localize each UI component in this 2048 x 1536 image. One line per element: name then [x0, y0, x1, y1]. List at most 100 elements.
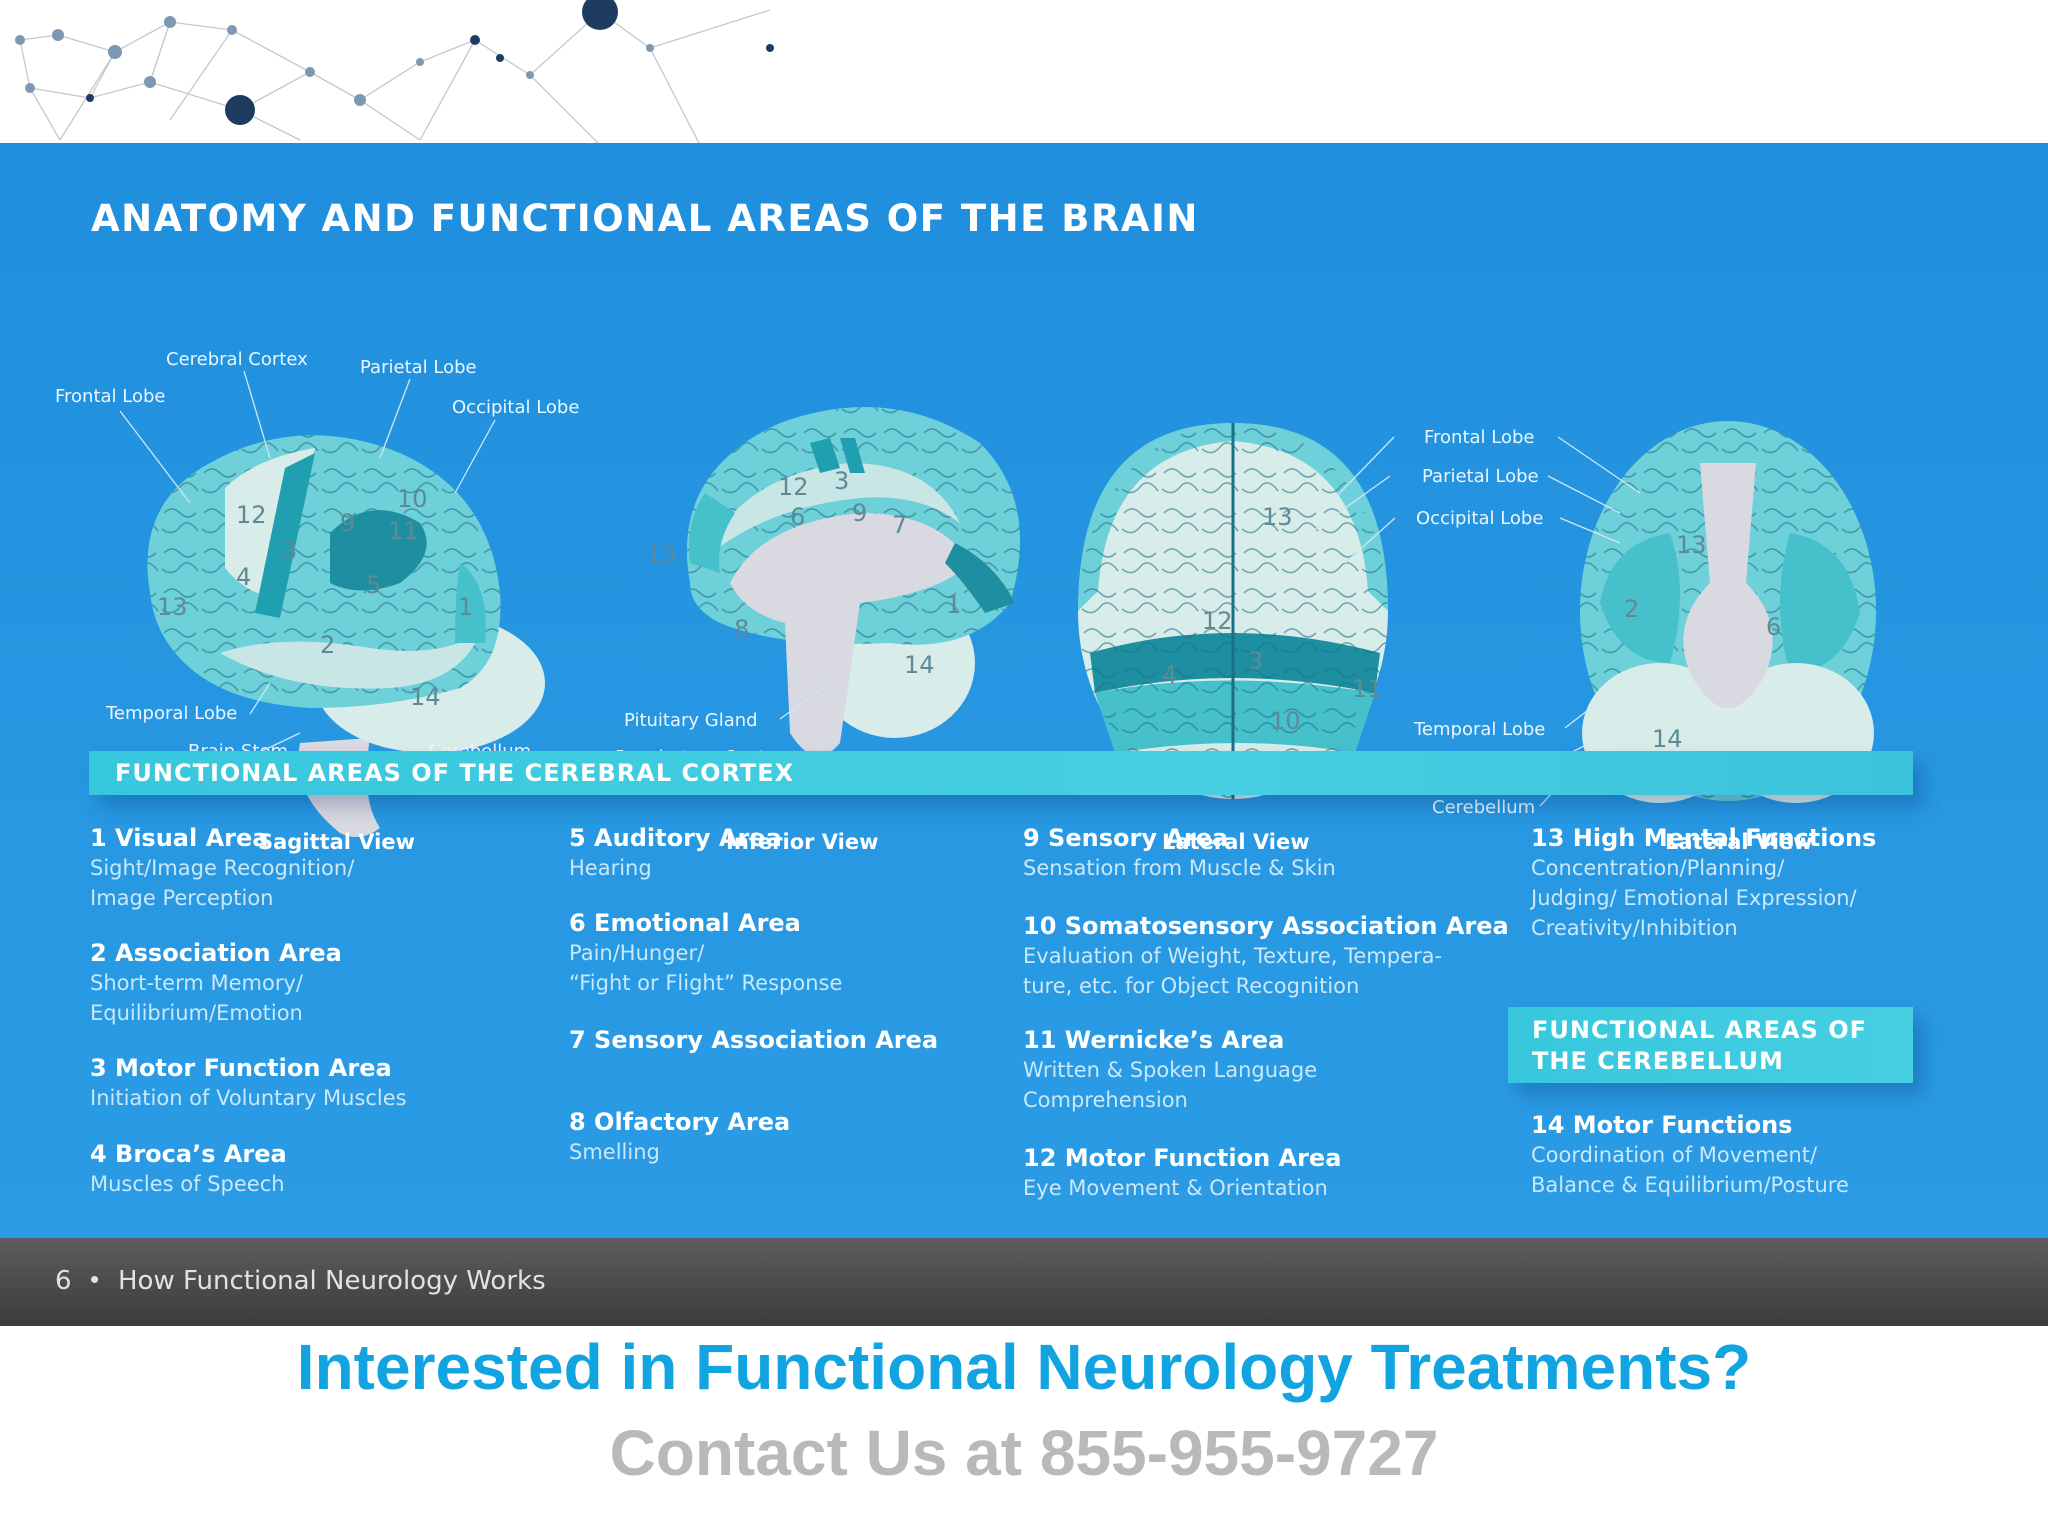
- svg-text:10: 10: [1270, 707, 1301, 735]
- cortex-heading: FUNCTIONAL AREAS OF THE CEREBRAL CORTEX: [115, 759, 795, 787]
- area-item: 10 Somatosensory Association Area Evalua…: [1023, 911, 1509, 1001]
- cerebellum-heading: FUNCTIONAL AREAS OF THE CEREBELLUM: [1532, 1016, 1868, 1075]
- svg-text:13: 13: [157, 593, 188, 621]
- area-description: Short-term Memory/ Equilibrium/Emotion: [90, 971, 303, 1025]
- area-title: 9 Sensory Area: [1023, 824, 1229, 852]
- svg-text:9: 9: [340, 509, 355, 537]
- area-item: 1 Visual Area Sight/Image Recognition/ I…: [90, 823, 570, 913]
- panel-title: ANATOMY AND FUNCTIONAL AREAS OF THE BRAI…: [91, 197, 1199, 240]
- svg-text:7: 7: [892, 511, 907, 539]
- svg-text:11: 11: [388, 517, 419, 545]
- svg-text:Temporal Lobe: Temporal Lobe: [1413, 719, 1545, 740]
- brain-stem-underside: [1683, 463, 1773, 708]
- svg-text:13: 13: [1676, 531, 1707, 559]
- area-title: 14 Motor Functions: [1531, 1111, 1793, 1139]
- book-title: How Functional Neurology Works: [118, 1266, 546, 1296]
- svg-text:Occipital Lobe: Occipital Lobe: [452, 397, 579, 418]
- svg-text:Sagittal View: Sagittal View: [258, 830, 415, 854]
- svg-text:Inferior View: Inferior View: [726, 830, 879, 854]
- area-item: 3 Motor Function Area Initiation of Volu…: [90, 1053, 570, 1113]
- svg-text:2: 2: [320, 631, 335, 659]
- area-description: Eye Movement & Orientation: [1023, 1176, 1328, 1200]
- area-description: Smelling: [569, 1140, 660, 1164]
- area-title: 12 Motor Function Area: [1023, 1144, 1342, 1172]
- svg-text:Lateral View: Lateral View: [1162, 830, 1310, 854]
- svg-text:10: 10: [397, 485, 428, 513]
- area-item: 4 Broca’s Area Muscles of Speech: [90, 1139, 570, 1199]
- svg-text:Cerebral Cortex: Cerebral Cortex: [166, 349, 308, 370]
- svg-text:6: 6: [790, 503, 805, 531]
- svg-text:5: 5: [366, 571, 381, 599]
- svg-text:Frontal Lobe: Frontal Lobe: [1424, 427, 1535, 448]
- area-description: Sight/Image Recognition/ Image Perceptio…: [90, 856, 355, 910]
- svg-text:11: 11: [1352, 675, 1383, 703]
- footer-separator: •: [90, 1264, 100, 1294]
- svg-text:1: 1: [458, 593, 473, 621]
- area-title: 13 High Mental Functions: [1531, 824, 1877, 852]
- svg-text:Cerebellum: Cerebellum: [1432, 797, 1535, 818]
- page-number: 6: [55, 1266, 72, 1296]
- svg-text:1: 1: [946, 591, 961, 619]
- cta-contact: Contact Us at 855-955-9727: [609, 1417, 1439, 1489]
- area-item: 13 High Mental Functions Concentration/P…: [1531, 823, 2011, 943]
- svg-text:Frontal Lobe: Frontal Lobe: [55, 386, 166, 407]
- area-description: Sensation from Muscle & Skin: [1023, 856, 1336, 880]
- area-item: 2 Association Area Short-term Memory/ Eq…: [90, 938, 570, 1028]
- svg-text:8: 8: [734, 615, 749, 643]
- area-description: Concentration/Planning/ Judging/ Emotion…: [1531, 856, 1857, 940]
- area-item: 12 Motor Function Area Eye Movement & Or…: [1023, 1143, 1503, 1203]
- area-title: 2 Association Area: [90, 939, 342, 967]
- inferior-view: 123 96 713 81 14 Pituitary Gland Respira…: [615, 407, 1020, 854]
- area-title: 10 Somatosensory Association Area: [1023, 912, 1509, 940]
- area-title: 3 Motor Function Area: [90, 1054, 392, 1082]
- svg-text:Parietal Lobe: Parietal Lobe: [1422, 466, 1539, 487]
- lateral-view-bottom: 13 2 6 14 Frontal Lobe Parietal Lobe Occip…: [1309, 421, 1876, 854]
- area-title: 11 Wernicke’s Area: [1023, 1026, 1285, 1054]
- svg-text:3: 3: [282, 537, 297, 565]
- area-item: 5 Auditory Area Hearing: [569, 823, 1049, 883]
- area-title: 4 Broca’s Area: [90, 1140, 287, 1168]
- area-item: 6 Emotional Area Pain/Hunger/ “Fight or …: [569, 908, 1049, 998]
- area-item: 9 Sensory Area Sensation from Muscle & S…: [1023, 823, 1503, 883]
- svg-text:3: 3: [1248, 647, 1263, 675]
- area-description: Muscles of Speech: [90, 1172, 285, 1196]
- svg-text:4: 4: [1162, 661, 1177, 689]
- cerebellum-heading-banner: FUNCTIONAL AREAS OF THE CEREBELLUM: [1508, 1007, 1913, 1083]
- area-item: 8 Olfactory Area Smelling: [569, 1107, 1049, 1167]
- page-footer-bar: 6 • How Functional Neurology Works: [0, 1238, 2048, 1326]
- area-title: 5 Auditory Area: [569, 824, 782, 852]
- svg-text:3: 3: [834, 467, 849, 495]
- svg-text:Occipital Lobe: Occipital Lobe: [1416, 508, 1543, 529]
- network-decoration: [15, 0, 774, 145]
- svg-text:6: 6: [1766, 613, 1781, 641]
- cta-headline: Interested in Functional Neurology Treat…: [296, 1331, 1752, 1403]
- area-description: Hearing: [569, 856, 652, 880]
- area-item: 7 Sensory Association Area: [569, 1025, 1049, 1055]
- svg-text:9: 9: [852, 499, 867, 527]
- svg-text:2: 2: [1624, 595, 1639, 623]
- infographic-panel: ANATOMY AND FUNCTIONAL AREAS OF THE BRAI…: [0, 143, 2048, 1238]
- area-title: 6 Emotional Area: [569, 909, 801, 937]
- svg-text:4: 4: [236, 563, 251, 591]
- svg-text:Pituitary Gland: Pituitary Gland: [624, 710, 758, 731]
- area-description: Pain/Hunger/ “Fight or Flight” Response: [569, 941, 843, 995]
- cortex-heading-banner: FUNCTIONAL AREAS OF THE CEREBRAL CORTEX: [89, 751, 1913, 795]
- area-title: 1 Visual Area: [90, 824, 269, 852]
- area-title: 8 Olfactory Area: [569, 1108, 791, 1136]
- area-description: Written & Spoken Language Comprehension: [1023, 1058, 1318, 1112]
- area-title: 7 Sensory Association Area: [569, 1026, 939, 1054]
- area-item: 14 Motor Functions Coordination of Movem…: [1531, 1110, 2011, 1200]
- svg-text:Lateral View: Lateral View: [1665, 830, 1813, 854]
- svg-text:Parietal Lobe: Parietal Lobe: [360, 357, 477, 378]
- svg-text:14: 14: [1652, 725, 1683, 753]
- area-description: Coordination of Movement/ Balance & Equi…: [1531, 1143, 1849, 1197]
- area-description: Initiation of Voluntary Muscles: [90, 1086, 407, 1110]
- brain-stem-midline: [730, 513, 970, 756]
- svg-text:12: 12: [778, 473, 809, 501]
- area-item: 11 Wernicke’s Area Written & Spoken Lang…: [1023, 1025, 1503, 1115]
- svg-text:13: 13: [1262, 503, 1293, 531]
- svg-text:13: 13: [646, 541, 677, 569]
- area-description: Evaluation of Weight, Texture, Tempera- …: [1023, 944, 1443, 998]
